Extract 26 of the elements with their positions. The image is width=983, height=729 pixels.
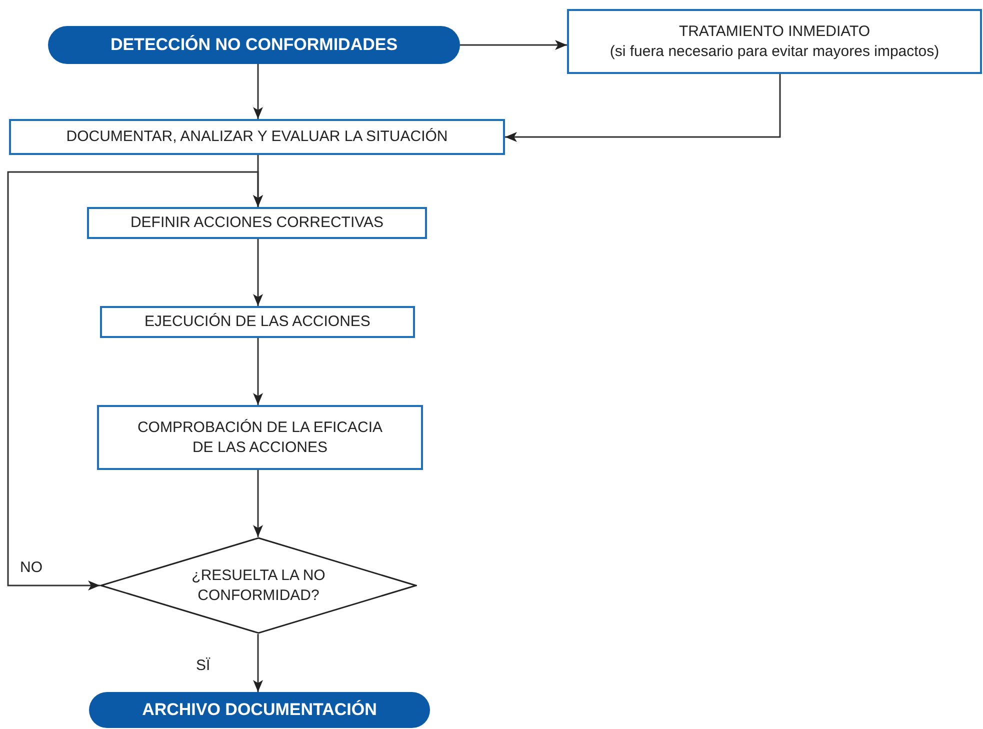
step-text: DETECCIÓN NO CONFORMIDADES xyxy=(110,34,398,56)
process-box xyxy=(9,119,505,155)
arrow xyxy=(253,634,263,692)
step-text: EJECUCIÓN DE LAS ACCIONES xyxy=(144,312,370,332)
step-text: DOCUMENTAR, ANALIZAR Y EVALUAR LA SITUACIÓN xyxy=(66,127,448,147)
step-text: COMPROBACIÓN DE LA EFICACIA DE LAS ACCIONES xyxy=(136,418,384,457)
edge-label: SÏ xyxy=(196,658,210,673)
terminal-pill xyxy=(48,26,460,64)
arrow xyxy=(253,64,263,119)
decision-question: ¿RESUELTA LA NO CONFORMIDAD? xyxy=(190,566,326,605)
process-box xyxy=(567,9,982,74)
arrow xyxy=(253,470,263,537)
process-box xyxy=(100,306,415,338)
step-note: (si fuera necesario para evitar mayores impactos) xyxy=(610,42,940,61)
process-box xyxy=(97,405,423,470)
arrow xyxy=(253,239,263,306)
terminal-pill xyxy=(89,692,430,728)
arrow xyxy=(505,74,781,142)
step-text: ARCHIVO DOCUMENTACIÓN xyxy=(142,698,377,721)
process-box xyxy=(87,207,427,239)
arrow xyxy=(7,171,263,590)
arrow xyxy=(460,40,567,50)
edge-label: NO xyxy=(20,560,42,575)
step-text: DEFINIR ACCIONES CORRECTIVAS xyxy=(130,213,384,233)
step-text: TRATAMIENTO INMEDIATO xyxy=(678,22,870,42)
arrow xyxy=(253,338,263,405)
